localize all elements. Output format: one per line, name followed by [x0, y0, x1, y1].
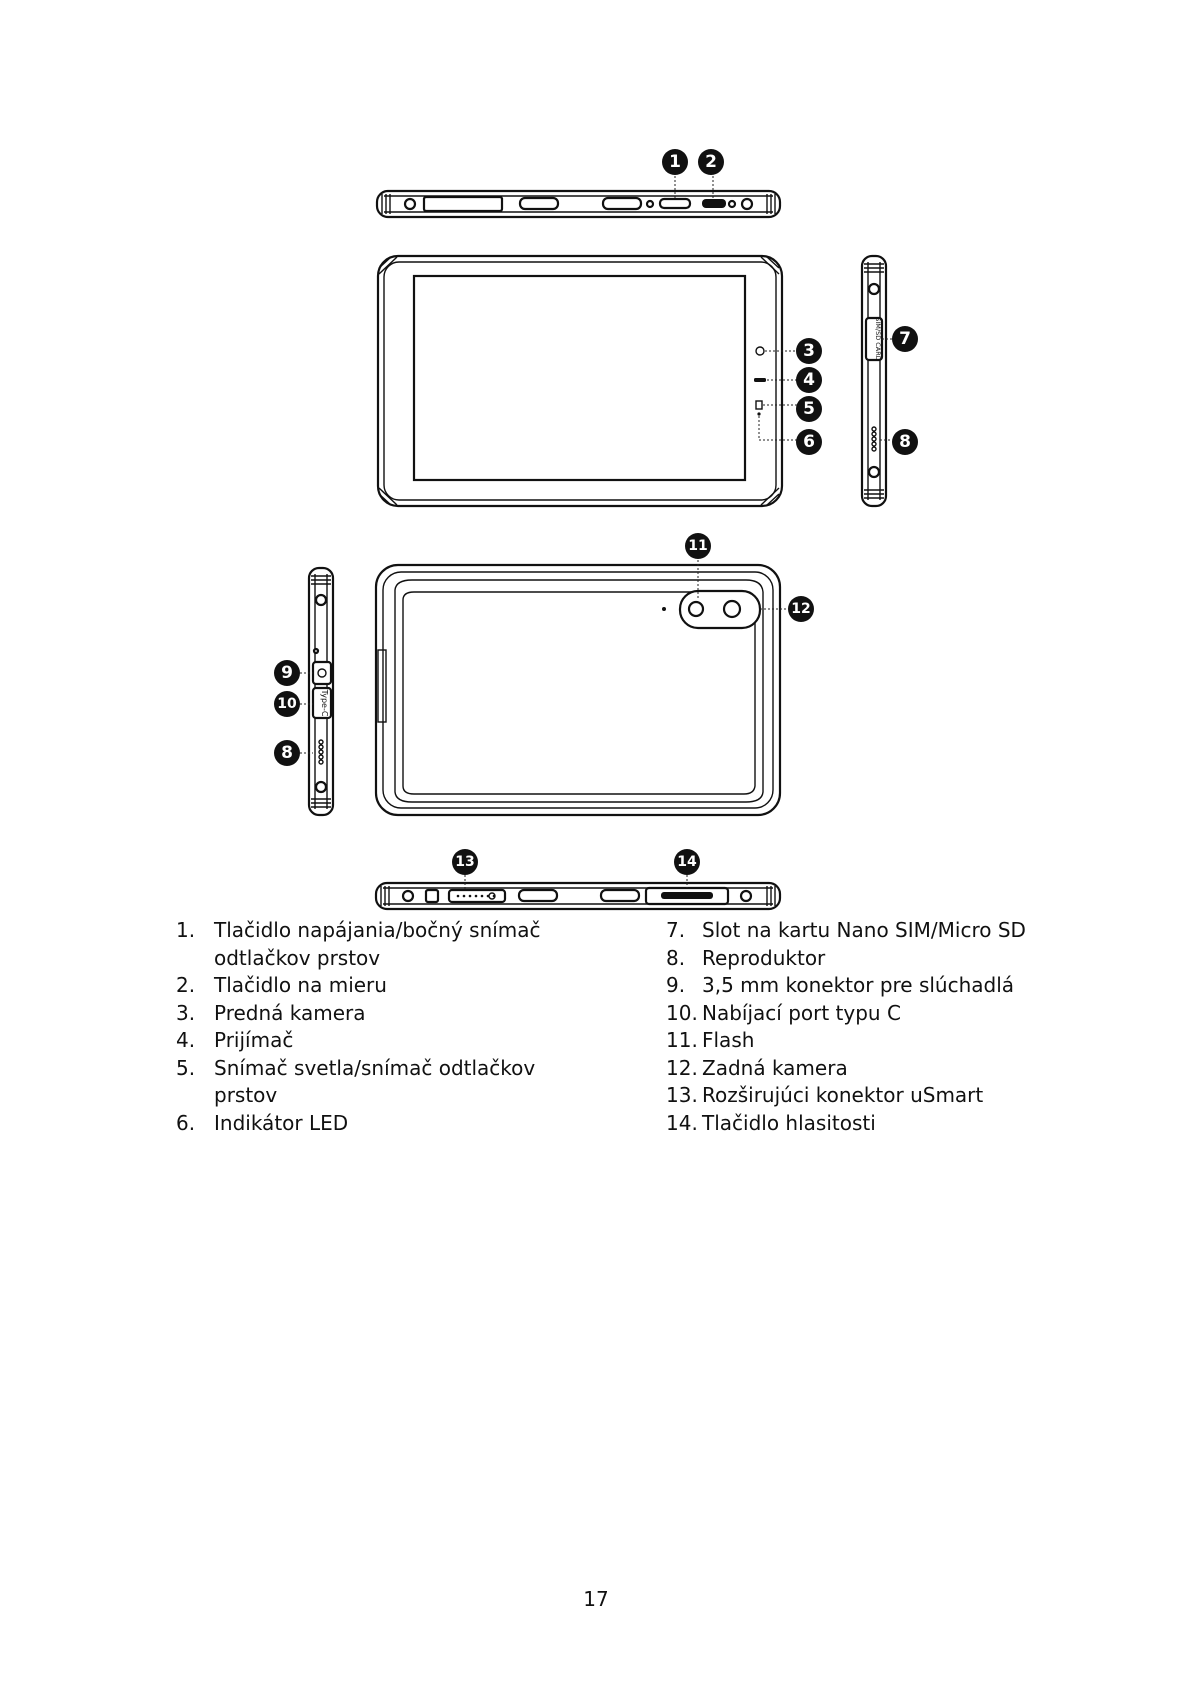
- callout-11: 11: [685, 533, 711, 559]
- legend-text: Zadná kamera: [702, 1055, 848, 1080]
- callout-3: 3: [796, 338, 822, 364]
- callout-4: 4: [796, 367, 822, 393]
- type-c-port-icon: [311, 686, 333, 720]
- legend-number: 12.: [666, 1055, 698, 1080]
- tablet-right-side-view: SIM/SD CARD: [860, 254, 892, 508]
- legend-text: Tlačidlo hlasitosti: [702, 1110, 876, 1135]
- rear-camera-icon: [722, 599, 742, 619]
- legend-item: 5. Snímač svetla/snímač odtlačkov prstov: [176, 1055, 596, 1110]
- legend-item: 6. Indikátor LED: [176, 1110, 596, 1138]
- microphone-icon: [662, 607, 666, 611]
- svg-text:6: 6: [803, 432, 815, 452]
- legend-number: 8.: [666, 945, 686, 970]
- svg-text:12: 12: [791, 601, 810, 617]
- legend-number: 1.: [176, 918, 196, 942]
- legend-item: 3. Predná kamera: [176, 1000, 596, 1028]
- sim-card-side-label: SIM/SD CARD: [874, 317, 882, 361]
- svg-text:14: 14: [677, 854, 697, 870]
- svg-text:2: 2: [705, 152, 717, 172]
- legend-item: 8. Reproduktor: [666, 945, 1066, 973]
- tablet-bottom-edge: [374, 875, 782, 911]
- legend-item: 11.Flash: [666, 1027, 1066, 1055]
- legend-number: 6.: [176, 1110, 196, 1135]
- device-diagram: SIM/SD CARD Type-C: [274, 149, 918, 911]
- svg-text:4: 4: [803, 370, 815, 390]
- callout-14: 14: [674, 849, 700, 875]
- led-indicator-icon: [757, 412, 761, 416]
- legend-number: 5.: [176, 1055, 196, 1080]
- legend-number: 7.: [666, 918, 686, 942]
- callout-2: 2: [698, 149, 724, 175]
- callout-9: 9: [274, 660, 300, 686]
- legend-number: 10.: [666, 1000, 698, 1025]
- receiver-icon: [754, 378, 766, 382]
- callout-8-front: 8: [892, 429, 918, 455]
- legend-item: 10.Nabíjací port typu C: [666, 1000, 1066, 1028]
- legend-item: 4. Prijímač: [176, 1027, 596, 1055]
- legend-item: 7. Slot na kartu Nano SIM/Micro SD: [666, 917, 1066, 945]
- svg-text:10: 10: [277, 696, 297, 712]
- legend-text: Rozširujúci konektor uSmart: [702, 1083, 984, 1107]
- legend-item: 1. Tlačidlo napájania/bočný snímač odtlač…: [176, 917, 596, 972]
- legend-number: 4.: [176, 1028, 196, 1052]
- front-camera-icon: [755, 346, 765, 356]
- legend-text: Indikátor LED: [214, 1110, 349, 1135]
- legend-text: Tlačidlo napájania/bočný snímač odtlačko…: [214, 918, 541, 970]
- legend-number: 9.: [666, 973, 686, 997]
- svg-text:13: 13: [455, 854, 474, 870]
- tablet-back-view: [374, 560, 787, 817]
- legend-number: 2.: [176, 973, 196, 997]
- svg-text:8: 8: [281, 743, 293, 763]
- type-c-side-label: Type-C: [320, 689, 329, 717]
- legend-text: Flash: [702, 1028, 755, 1052]
- legend-number: 13.: [666, 1083, 698, 1107]
- callout-6: 6: [796, 429, 822, 455]
- screen: [412, 274, 747, 482]
- page-number: 17: [583, 1587, 609, 1611]
- speaker-grille-icon: [318, 739, 324, 765]
- svg-text:9: 9: [281, 663, 293, 683]
- svg-text:3: 3: [803, 341, 815, 361]
- legend-item: 9. 3,5 mm konektor pre slúchadlá: [666, 972, 1066, 1000]
- legend-text: Reproduktor: [702, 945, 826, 970]
- legend-item: 2. Tlačidlo na mieru: [176, 972, 596, 1000]
- custom-button-icon: [702, 199, 726, 208]
- legend-list-left: 1. Tlačidlo napájania/bočný snímač odtlač…: [176, 917, 596, 1137]
- callout-1: 1: [662, 149, 688, 175]
- svg-text:1: 1: [669, 152, 681, 172]
- light-sensor-icon: [755, 400, 763, 410]
- legend-text: Predná kamera: [214, 1000, 366, 1025]
- legend-text: Snímač svetla/snímač odtlačkov prstov: [214, 1055, 536, 1108]
- legend-text: Nabíjací port typu C: [702, 1000, 901, 1025]
- callout-5: 5: [796, 396, 822, 422]
- legend-number: 11.: [666, 1028, 698, 1052]
- callout-12: 12: [788, 596, 814, 622]
- callout-8-back: 8: [274, 740, 300, 766]
- callout-10: 10: [274, 691, 300, 717]
- legend-text: 3,5 mm konektor pre slúchadlá: [702, 973, 1015, 997]
- legend-item: 13.Rozširujúci konektor uSmart: [666, 1082, 1066, 1110]
- svg-text:11: 11: [688, 538, 707, 554]
- svg-text:8: 8: [899, 432, 911, 452]
- flash-icon: [687, 600, 705, 618]
- legend-item: 12.Zadná kamera: [666, 1055, 1066, 1083]
- legend-number: 14.: [666, 1110, 698, 1135]
- legend-list-right: 7. Slot na kartu Nano SIM/Micro SD 8. Repr…: [666, 917, 1066, 1137]
- tablet-left-side-view: Type-C: [300, 566, 335, 817]
- legend-number: 3.: [176, 1000, 196, 1025]
- tablet-front-view: [376, 254, 797, 508]
- legend-text: Slot na kartu Nano SIM/Micro SD: [702, 918, 1026, 942]
- legend-text: Tlačidlo na mieru: [214, 973, 387, 997]
- speaker-grille-icon: [871, 426, 877, 452]
- tablet-top-edge: [375, 176, 782, 219]
- callout-13: 13: [452, 849, 478, 875]
- svg-text:7: 7: [899, 329, 911, 349]
- legend-text: Prijímač: [214, 1028, 294, 1052]
- callout-7: 7: [892, 326, 918, 352]
- legend-item: 14.Tlačidlo hlasitosti: [666, 1110, 1066, 1138]
- power-button-icon: [658, 197, 692, 210]
- audio-jack-icon: [311, 660, 333, 686]
- svg-text:5: 5: [803, 399, 815, 419]
- screw-icon: [403, 197, 417, 211]
